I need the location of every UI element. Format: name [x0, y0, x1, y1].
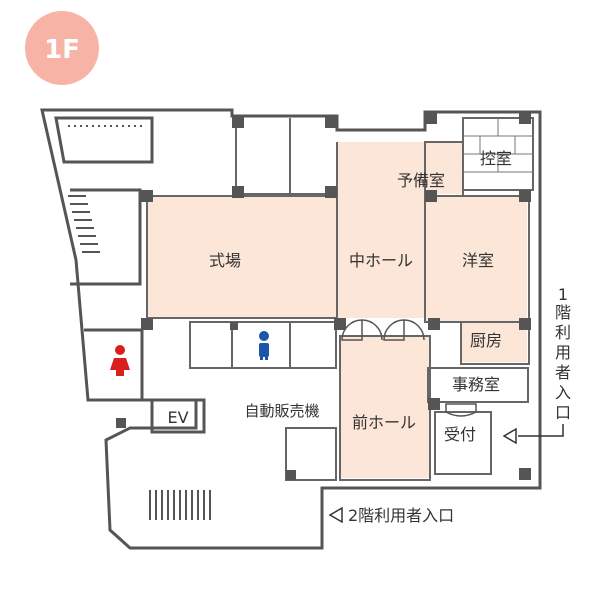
pillar — [286, 470, 296, 480]
triangle-left-icon — [502, 427, 517, 445]
label-yobishitsu: 予備室 — [397, 171, 445, 190]
svg-text:口: 口 — [555, 403, 571, 422]
fill-naka-hall — [337, 142, 425, 318]
stairs-lower — [149, 490, 211, 520]
label-yoshitsu: 洋室 — [462, 251, 494, 270]
pillar — [428, 318, 440, 330]
svg-text:用: 用 — [555, 343, 571, 362]
jimushitsu-wall — [427, 367, 529, 403]
pillar — [425, 112, 437, 124]
fill-mae-hall — [340, 336, 430, 478]
fill-shikijo — [147, 196, 337, 318]
pillar — [519, 318, 531, 330]
fill-chubo — [461, 322, 527, 362]
stairs-upper — [68, 195, 100, 253]
label-jimushitsu: 事務室 — [452, 375, 500, 394]
stair-wall — [70, 188, 142, 286]
label-jidohanbaiki: 自動販売機 — [244, 402, 319, 420]
pillars — [116, 112, 531, 480]
label-uketsuke: 受付 — [444, 425, 476, 444]
pillar — [232, 186, 244, 198]
pillar — [519, 190, 531, 202]
uketsuke-wall — [434, 411, 492, 475]
triangle-left-icon — [328, 506, 343, 524]
label-shikijo: 式場 — [209, 251, 241, 270]
label-naka-hall: 中ホール — [349, 251, 413, 270]
chubo-wall — [460, 321, 530, 365]
restroom-male-icon — [259, 331, 269, 360]
pillar — [425, 190, 437, 202]
vending-wall — [285, 427, 337, 481]
floor-badge-circle — [25, 11, 99, 85]
entrance-2f-label: 2階利用者入口 — [348, 506, 454, 525]
restroom-block-wall — [189, 321, 337, 369]
pillar — [334, 318, 346, 330]
pillar — [325, 186, 337, 198]
fill-yobishitsu — [425, 142, 463, 194]
ev-wall — [150, 398, 206, 434]
pillar — [141, 318, 153, 330]
svg-text:者: 者 — [555, 363, 571, 382]
svg-text:利: 利 — [555, 323, 571, 342]
room-fills — [147, 142, 527, 478]
label-ev: EV — [167, 408, 188, 427]
svg-text:階: 階 — [555, 303, 571, 322]
upper-left-room-wall — [54, 116, 154, 164]
pillar — [141, 190, 153, 202]
entrance-1f-label: 1 階 利 用 者 入 口 — [555, 285, 571, 422]
svg-text:入: 入 — [555, 383, 571, 402]
pillar — [325, 116, 337, 128]
pillar — [428, 398, 440, 410]
pillar — [519, 468, 531, 480]
floor-badge-text: 1F — [44, 35, 80, 65]
pillar — [230, 322, 238, 330]
pillar — [519, 112, 531, 124]
floor-badge: 1F — [25, 11, 99, 85]
svg-text:1: 1 — [558, 285, 568, 304]
label-hikaeshitsu: 控室 — [480, 149, 512, 168]
label-chubo: 厨房 — [470, 331, 502, 350]
hikaeshitsu-tatami — [463, 118, 533, 173]
double-doors — [341, 319, 425, 341]
restroom-female-icon — [110, 345, 130, 376]
pillar — [116, 418, 126, 428]
fill-yoshitsu — [425, 196, 527, 322]
entrance-1f-line — [518, 424, 564, 437]
pillar — [232, 116, 244, 128]
upper-rooms-wall — [235, 118, 337, 195]
reception-counter — [445, 403, 477, 417]
label-mae-hall: 前ホール — [352, 413, 416, 432]
